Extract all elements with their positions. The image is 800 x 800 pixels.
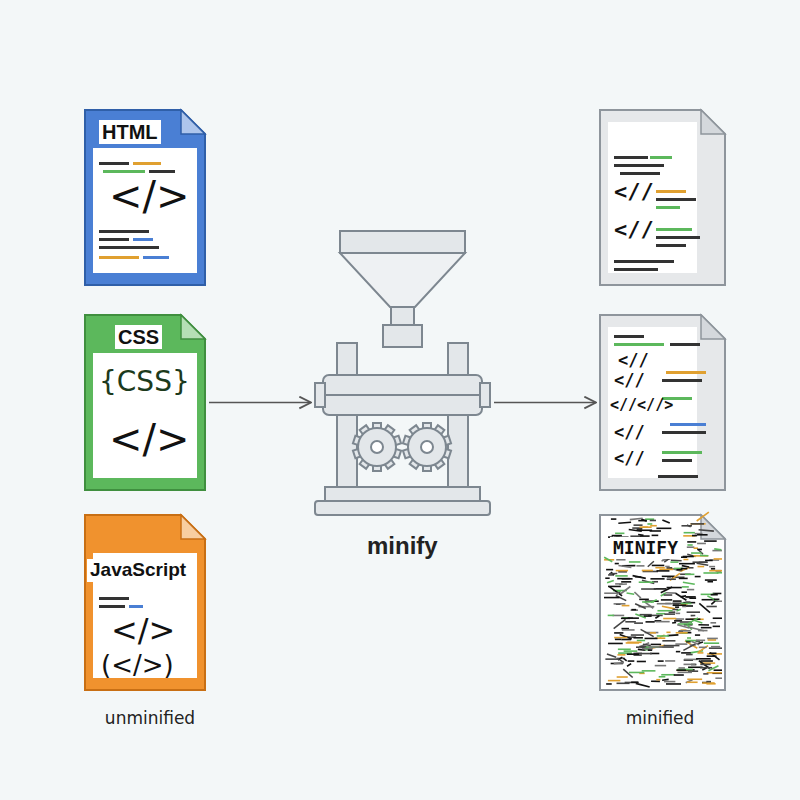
flow-arrow: [494, 402, 596, 404]
minified-file: <// <//: [600, 110, 725, 285]
css-file: CSS {CSS} </>: [85, 315, 205, 490]
code-text: <//: [614, 218, 654, 242]
file-type-label: CSS: [115, 325, 162, 349]
code-text: {CSS}: [99, 367, 190, 398]
process-label: minify: [367, 533, 438, 559]
code-text: <//: [614, 180, 654, 204]
code-text: </>: [111, 613, 175, 648]
minified-file: MINIFY: [600, 515, 725, 690]
code-text: </>: [109, 174, 190, 218]
minify-machine: minify: [315, 225, 490, 570]
code-text: (</>): [101, 651, 174, 680]
machine-illustration: [315, 225, 490, 570]
code-text: <//: [614, 449, 645, 468]
minified-file: <//<//<//<//><//<//: [600, 315, 725, 490]
code-text: <//: [614, 371, 645, 390]
code-text: <//: [618, 351, 649, 370]
file-type-label: HTML: [99, 120, 161, 144]
caption-label: unminified: [105, 708, 195, 728]
code-text: <//: [614, 423, 645, 442]
file-type-label: JavaScript: [87, 559, 189, 582]
code-text: </>: [109, 417, 190, 461]
javascript-file: JavaScript </> (</>): [85, 515, 205, 690]
code-text: <//<//>: [610, 397, 673, 414]
html-file: HTML </>: [85, 110, 205, 285]
flow-arrow: [209, 402, 311, 404]
file-type-label: MINIFY: [610, 537, 681, 559]
caption-label: minified: [626, 708, 695, 728]
